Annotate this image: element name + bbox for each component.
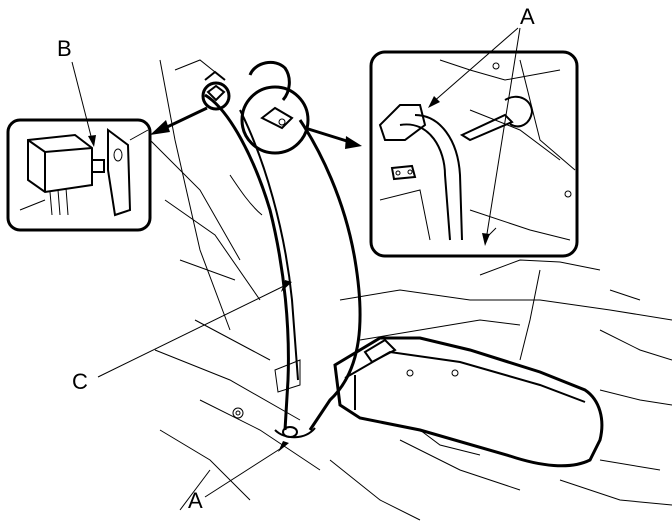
detail-box-right	[369, 50, 579, 258]
arrow-head-right	[345, 136, 362, 149]
arrow-head-left	[150, 120, 170, 135]
duct-c	[204, 60, 362, 439]
callout-a-bottom: A	[188, 488, 203, 513]
duct-bottom-clip	[282, 426, 298, 438]
bolt-hole	[232, 407, 244, 419]
duct-horizontal	[333, 336, 604, 468]
detail-arrows	[150, 106, 362, 149]
bolt-hole-inner	[235, 410, 241, 416]
callout-c: C	[72, 369, 88, 394]
callout-b: B	[57, 36, 72, 61]
background-structure	[149, 59, 672, 521]
detail-box-b	[6, 118, 152, 232]
detail-circle-left	[201, 81, 231, 111]
leader-lines	[71, 27, 521, 498]
detail-circle-right	[240, 85, 310, 155]
callout-a-top: A	[520, 4, 535, 29]
